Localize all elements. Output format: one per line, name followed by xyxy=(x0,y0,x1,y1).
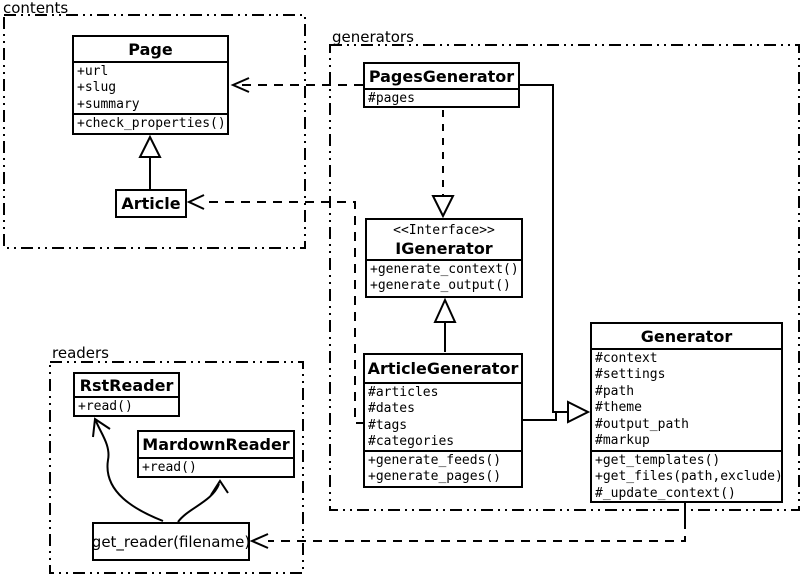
dependency-generator-to-getreader xyxy=(249,501,686,549)
class-name-pagesgenerator: PagesGenerator xyxy=(368,66,515,86)
method: +get_files(path,exclude) xyxy=(595,469,781,485)
method: +read() xyxy=(142,460,197,475)
attribute: #output_path xyxy=(595,416,689,432)
attribute: #pages xyxy=(368,91,415,106)
attribute: +url xyxy=(77,64,109,79)
attribute: #context xyxy=(595,351,658,366)
class-box-pagesgenerator: PagesGenerator #pages xyxy=(363,62,520,108)
method: +read() xyxy=(78,399,133,414)
class-methods-articlegenerator: +generate_feeds() +generate_pages() xyxy=(365,450,521,486)
class-box-rstreader: RstReader +read() xyxy=(73,372,180,417)
class-box-generator: Generator #context #settings #path #them… xyxy=(590,322,783,503)
function-name-get-reader: get_reader(filename) xyxy=(91,532,251,551)
package-generators-border xyxy=(329,44,800,511)
class-box-page: Page +url +slug +summary +check_properti… xyxy=(72,35,229,135)
realization-pagesgenerator-to-igenerator xyxy=(431,110,455,219)
class-stereotype-igenerator: <<Interface>> xyxy=(393,223,495,238)
inheritance-pagesgenerator-to-generator xyxy=(516,84,568,413)
method: #_update_context() xyxy=(595,485,736,501)
class-box-article: Article xyxy=(115,189,187,218)
method: +check_properties() xyxy=(77,116,226,131)
class-name-page: Page xyxy=(128,39,173,59)
method: +generate_feeds() xyxy=(368,453,502,468)
inheritance-article-to-page xyxy=(138,134,162,189)
attribute: #path xyxy=(595,383,635,399)
association-getreader-to-mardownreader xyxy=(177,479,229,523)
class-methods-page: +check_properties() xyxy=(74,113,227,133)
function-box-get-reader: get_reader(filename) xyxy=(92,522,250,561)
method: +generate_pages() xyxy=(368,469,502,485)
class-name-mardownreader: MardownReader xyxy=(142,435,290,454)
inheritance-articlegenerator-to-igenerator xyxy=(433,297,457,352)
method: +generate_output() xyxy=(370,278,511,294)
attribute: +slug xyxy=(77,80,117,96)
class-attributes-page: +url +slug +summary xyxy=(74,61,227,113)
class-name-igenerator: IGenerator xyxy=(395,239,493,258)
attribute: #categories xyxy=(368,434,455,450)
package-readers-border xyxy=(49,361,304,574)
attribute: #tags xyxy=(368,417,408,433)
package-contents-border xyxy=(3,14,306,249)
class-attributes-articlegenerator: #articles #dates #tags #categories xyxy=(365,382,521,450)
class-attributes-pagesgenerator: #pages xyxy=(365,88,518,106)
package-label-contents: contents xyxy=(3,0,69,17)
class-header-igenerator: <<Interface>> IGenerator xyxy=(367,220,521,259)
class-methods-rstreader: +read() xyxy=(75,396,178,415)
class-name-articlegenerator: ArticleGenerator xyxy=(367,359,519,378)
inheritance-articlegenerator-to-generator xyxy=(521,400,591,424)
class-attributes-generator: #context #settings #path #theme #output_… xyxy=(592,348,781,450)
class-box-mardownreader: MardownReader +read() xyxy=(137,430,295,478)
attribute: #theme xyxy=(595,400,642,416)
association-getreader-to-rstreader xyxy=(92,417,164,522)
method: +generate_context() xyxy=(370,262,519,277)
class-name-rstreader: RstReader xyxy=(79,375,174,395)
package-label-readers: readers xyxy=(52,344,109,362)
dependency-pagesgenerator-to-page xyxy=(230,77,363,93)
attribute: #dates xyxy=(368,401,415,417)
class-name-article: Article xyxy=(121,194,181,213)
attribute: +summary xyxy=(77,96,140,112)
package-label-generators: generators xyxy=(332,28,414,46)
class-methods-generator: +get_templates() +get_files(path,exclude… xyxy=(592,450,781,501)
class-box-articlegenerator: ArticleGenerator #articles #dates #tags … xyxy=(363,353,523,488)
class-methods-mardownreader: +read() xyxy=(139,457,293,476)
method: +get_templates() xyxy=(595,453,721,468)
attribute: #articles xyxy=(368,385,439,400)
class-name-generator: Generator xyxy=(640,326,733,346)
class-box-igenerator: <<Interface>> IGenerator +generate_conte… xyxy=(365,218,523,298)
class-methods-igenerator: +generate_context() +generate_output() xyxy=(367,259,521,296)
attribute: #settings xyxy=(595,367,666,383)
attribute: #markup xyxy=(595,433,650,449)
dependency-articlegenerator-to-article xyxy=(186,194,365,424)
